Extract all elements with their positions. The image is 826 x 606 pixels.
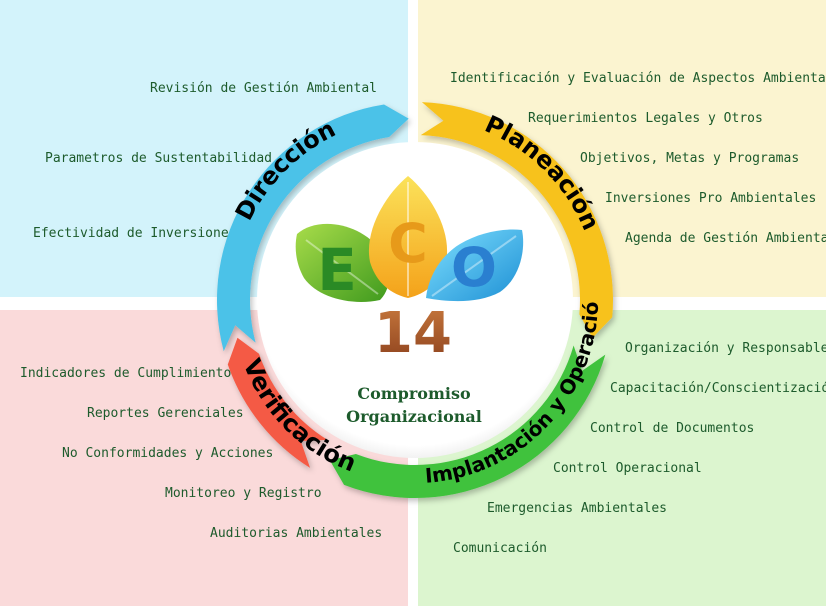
- planeacion-item: Agenda de Gestión Ambiental: [625, 231, 826, 246]
- center-title: Compromiso Organizacional: [314, 382, 514, 428]
- logo-letter-c: C: [388, 212, 428, 275]
- eco-logo: E C O 14: [295, 176, 524, 366]
- implantacion-item: Capacitación/Conscientización: [610, 381, 826, 396]
- verificacion-arrow-segment: [227, 337, 328, 468]
- logo-number: 14: [374, 301, 452, 366]
- verificacion-item: Monitoreo y Registro: [165, 486, 322, 501]
- planeacion-arrow-segment: [420, 102, 613, 338]
- direccion-arrow-segment: [216, 104, 409, 352]
- direccion-item: Parametros de Sustentabilidad: [45, 151, 272, 166]
- implantacion-arrow-segment: [329, 345, 606, 499]
- implantacion-item: Comunicación: [453, 541, 547, 556]
- implantacion-item: Control de Documentos: [590, 421, 755, 436]
- verificacion-item: No Conformidades y Acciones: [62, 446, 274, 461]
- verificacion-item: Auditorias Ambientales: [210, 526, 383, 541]
- implantacion-item: Emergencias Ambientales: [487, 501, 668, 516]
- center-title-line2: Organizacional: [346, 407, 482, 426]
- center-disc: [257, 142, 573, 458]
- green-leaf-icon: [295, 223, 390, 302]
- verificacion-item: Indicadores de Cumplimiento: [20, 366, 232, 381]
- logo-letter-e: E: [317, 236, 357, 304]
- implantacion-item: Organización y Responsables: [625, 341, 826, 356]
- blue-leaf-icon: [426, 229, 524, 302]
- implantacion-item: Control Operacional: [553, 461, 702, 476]
- planeacion-item: Objetivos, Metas y Programas: [580, 151, 800, 166]
- logo-letter-o: O: [451, 236, 497, 299]
- center-title-line1: Compromiso: [357, 384, 471, 403]
- planeacion-item: Identificación y Evaluación de Aspectos …: [450, 71, 826, 86]
- planeacion-item: Inversiones Pro Ambientales: [605, 191, 817, 206]
- direccion-item: Revisión de Gestión Ambiental: [150, 81, 377, 96]
- verificacion-item: Reportes Gerenciales: [87, 406, 244, 421]
- planeacion-item: Requerimientos Legales y Otros: [528, 111, 763, 126]
- direccion-item: Efectividad de Inversiones: [33, 226, 237, 241]
